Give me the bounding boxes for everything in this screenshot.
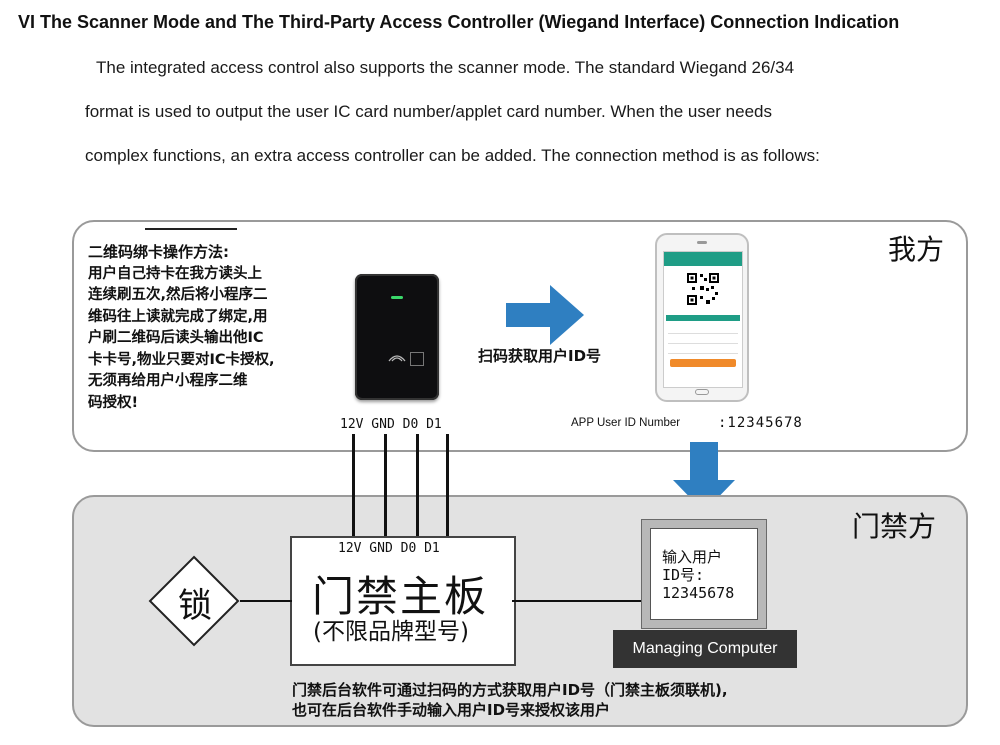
wire-d1 <box>446 434 449 538</box>
note-line: 门禁后台软件可通过扫码的方式获取用户ID号（门禁主板须联机), <box>292 681 728 699</box>
computer-line: 12345678 <box>662 584 735 602</box>
computer-line: 输入用户 <box>662 548 723 566</box>
right-arrow-icon <box>506 285 584 345</box>
mainboard-subtitle: (不限品牌型号) <box>313 619 469 645</box>
instructions-line: 连续刷五次,然后将小程序二 <box>88 287 268 303</box>
mainboard-pin-labels: 12V GND D0 D1 <box>338 541 440 556</box>
backend-software-note: 门禁后台软件可通过扫码的方式获取用户ID号（门禁主板须联机), 也可在后台软件手… <box>292 680 728 720</box>
managing-computer-caption: Managing Computer <box>613 630 797 668</box>
phone-screen <box>663 251 743 388</box>
app-user-id-value: :12345678 <box>718 415 803 431</box>
mainboard-title: 门禁主板 <box>312 572 489 621</box>
lock-connection-line <box>240 600 292 602</box>
note-line: 也可在后台软件手动输入用户ID号来授权该用户 <box>292 701 611 719</box>
phone-app-image <box>655 233 749 402</box>
app-user-id-label: APP User ID Number <box>571 417 681 429</box>
reader-pin-labels: 12V GND D0 D1 <box>340 417 442 432</box>
down-arrow-icon <box>673 442 735 512</box>
computer-line: ID号: <box>662 566 705 584</box>
managing-computer-screen <box>641 519 767 629</box>
instructions-line: 码授权! <box>88 394 139 411</box>
phone-home-button <box>695 389 709 395</box>
wire-d0 <box>416 434 419 538</box>
app-header-bar <box>664 252 742 266</box>
access-side-label: 门禁方 <box>852 510 937 543</box>
instructions-title: 二维码绑卡操作方法: <box>88 243 229 261</box>
instructions-line: 卡卡号,物业只要对IC卡授权, <box>88 351 275 368</box>
qr-code-icon <box>686 272 720 306</box>
wire-gnd <box>384 434 387 538</box>
instructions-line: 无须再给用户小程序二维 <box>88 373 248 389</box>
instructions-line: 维码往上读就完成了绑定,用 <box>88 308 268 325</box>
instructions-line: 用户自己持卡在我方读头上 <box>88 265 262 282</box>
app-teal-strip <box>666 315 740 321</box>
our-side-panel <box>72 220 968 452</box>
intro-line-3: complex functions, an extra access contr… <box>85 146 820 165</box>
scan-label: 扫码获取用户ID号 <box>478 347 602 365</box>
lock-diamond-icon <box>148 555 240 647</box>
lock-label: 锁 <box>178 586 212 626</box>
nfc-icon <box>388 355 406 362</box>
instructions-line: 户刷二维码后读头输出他IC <box>88 330 264 346</box>
intro-line-2: format is used to output the user IC car… <box>85 102 772 121</box>
card-reader-image <box>355 274 439 400</box>
computer-screen-text: 输入用户 ID号: 12345678 <box>662 548 734 602</box>
steps-divider <box>145 228 237 230</box>
qr-window-icon <box>410 352 424 366</box>
phone-speaker <box>697 241 707 244</box>
wire-12v <box>352 434 355 538</box>
reader-led <box>391 296 403 299</box>
our-side-label: 我方 <box>888 233 945 266</box>
computer-connection-line <box>512 600 642 602</box>
page-title: VI The Scanner Mode and The Third-Party … <box>18 12 900 32</box>
qr-binding-instructions: 二维码绑卡操作方法: 用户自己持卡在我方读头上 连续刷五次,然后将小程序二 维码… <box>88 242 275 414</box>
intro-line-1: The integrated access control also suppo… <box>96 58 795 77</box>
app-orange-button <box>670 359 736 367</box>
app-form-rows <box>668 327 738 357</box>
